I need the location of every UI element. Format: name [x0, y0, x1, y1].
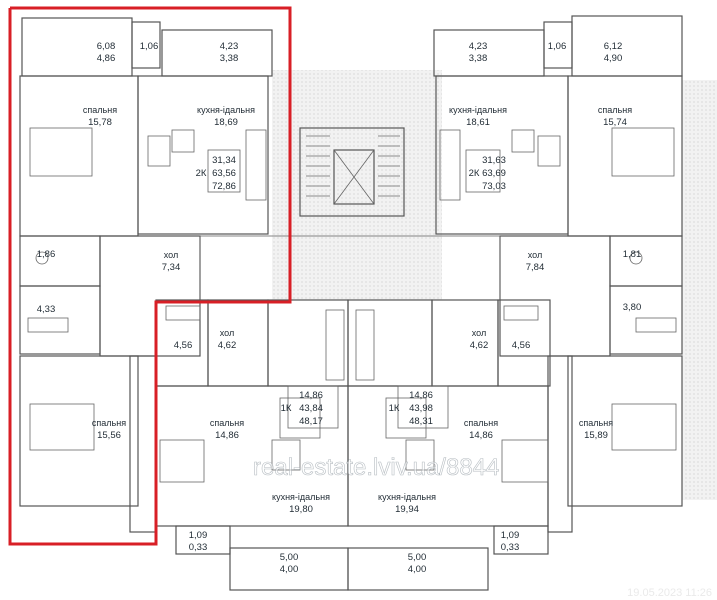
br-hall-label: хол: [472, 328, 486, 338]
tr-bal-big-a: 6,12: [604, 41, 623, 52]
tr-bal-left-b: 3,38: [469, 53, 488, 64]
tr-bal-left-a: 4,23: [469, 41, 488, 52]
br-bath: 4,56: [512, 340, 531, 351]
bl-bath: 4,56: [174, 340, 193, 351]
staircase: [199, 127, 501, 301]
tl-bed2-area: 15,56: [97, 430, 121, 441]
bl-unit-line-1: 14,86: [299, 390, 323, 401]
timestamp: 19.05.2023 11:26: [627, 587, 712, 599]
tr-unit-rooms: 2К: [469, 168, 480, 179]
bl-hall-label: хол: [220, 328, 234, 338]
bl-kitchen-label: кухня-ідальня: [272, 492, 330, 502]
tl-bal-right-b: 3,38: [220, 53, 239, 64]
tl-bal-big-b: 4,86: [97, 53, 116, 64]
br-unit-line-1: 14,86: [409, 390, 433, 401]
bl-unit-rooms: 1К: [281, 403, 292, 414]
bl-bed-area: 14,86: [215, 430, 239, 441]
br-bal-b: 0,33: [501, 542, 520, 553]
tr-hall-area: 7,84: [526, 262, 545, 273]
tl-unit-line-3: 72,86: [212, 181, 236, 192]
bl-kitchen-area: 19,80: [289, 504, 313, 515]
tr-bath: 3,80: [623, 302, 642, 313]
tr-kitchen-label: кухня-ідальня: [449, 105, 507, 115]
tr-bal-small: 1,06: [548, 41, 567, 52]
tr-bath-small: 1,81: [623, 249, 642, 260]
tr-hall-label: хол: [528, 250, 542, 260]
bl-unit-line-3: 48,17: [299, 416, 323, 427]
stair-surround: [272, 70, 442, 300]
bl-bal-a: 1,09: [189, 530, 208, 541]
br-hall-area: 4,62: [470, 340, 489, 351]
tl-bal-right-a: 4,23: [220, 41, 239, 52]
tr-bed-label: спальня: [598, 105, 632, 115]
br-unit-rooms: 1К: [389, 403, 400, 414]
tl-bed2-label: спальня: [92, 418, 126, 428]
br-bal-a: 1,09: [501, 530, 520, 541]
tl-hall-label: хол: [164, 250, 178, 260]
watermark: real-estate.lviv.ua/8844: [253, 454, 499, 481]
br-kitchen-area: 19,94: [395, 504, 419, 515]
bl-hall-area: 4,62: [218, 340, 237, 351]
bc-bal-right-a: 5,00: [408, 552, 427, 563]
br-bed-area: 14,86: [469, 430, 493, 441]
tl-bath: 4,33: [37, 304, 56, 315]
tr-unit-line-3: 73,03: [482, 181, 506, 192]
bl-bed-label: спальня: [210, 418, 244, 428]
apartment-top-right: [433, 15, 683, 533]
br-unit-line-2: 43,98: [409, 403, 433, 414]
br-bed-label: спальня: [464, 418, 498, 428]
tl-bed-area: 15,78: [88, 117, 112, 128]
bl-bal-b: 0,33: [189, 542, 208, 553]
bc-bal-left-a: 5,00: [280, 552, 299, 563]
tl-hall-area: 7,34: [162, 262, 181, 273]
tr-unit-line-1: 31,63: [482, 155, 506, 166]
tr-unit-line-2: 63,69: [482, 168, 506, 179]
tr-bal-big-b: 4,90: [604, 53, 623, 64]
br-unit-line-3: 48,31: [409, 416, 433, 427]
tl-unit-line-2: 63,56: [212, 168, 236, 179]
tl-kitchen-area: 18,69: [214, 117, 238, 128]
tl-bal-big-a: 6,08: [97, 41, 116, 52]
tr-bed2-area: 15,89: [584, 430, 608, 441]
tl-bal-small: 1,06: [140, 41, 159, 52]
tl-bath-small: 1,86: [37, 249, 56, 260]
tr-bed2-label: спальня: [579, 418, 613, 428]
tl-unit-line-1: 31,34: [212, 155, 236, 166]
tr-bed-area: 15,74: [603, 117, 627, 128]
tl-unit-rooms: 2К: [196, 168, 207, 179]
tl-kitchen-label: кухня-ідальня: [197, 105, 255, 115]
bc-bal-left-b: 4,00: [280, 564, 299, 575]
tr-kitchen-area: 18,61: [466, 117, 490, 128]
selected-apartment-outline: [8, 6, 292, 546]
right-strip: [682, 80, 717, 500]
br-kitchen-label: кухня-ідальня: [378, 492, 436, 502]
tl-bed-label: спальня: [83, 105, 117, 115]
bc-bal-right-b: 4,00: [408, 564, 427, 575]
bl-unit-line-2: 43,84: [299, 403, 323, 414]
